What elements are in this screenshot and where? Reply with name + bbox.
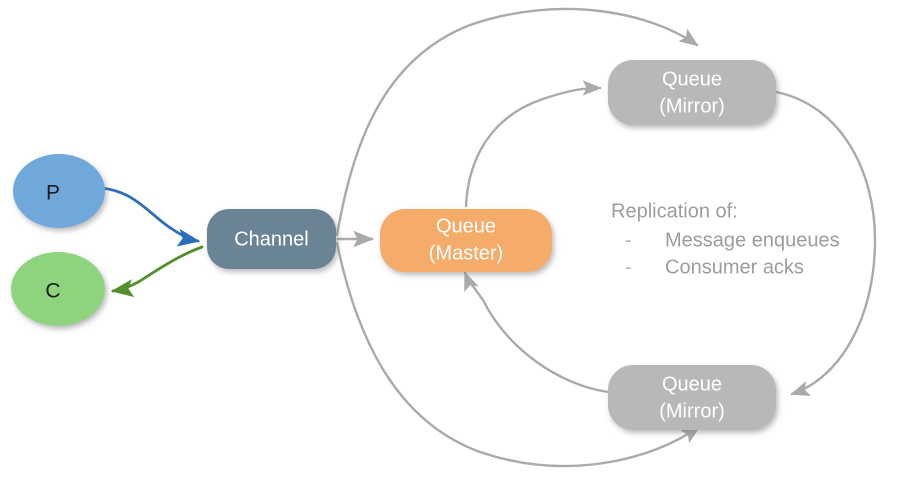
consumer-ellipse[interactable] — [11, 252, 105, 326]
replication-note: Replication of: - Message enqueues - Con… — [611, 200, 840, 278]
node-queue-mirror-bottom[interactable]: Queue (Mirror) — [608, 365, 776, 430]
replication-note-item-1: Consumer acks — [665, 256, 804, 278]
queue-mirror-bottom-label-line1: Queue — [662, 373, 722, 395]
edge-mirror-top-to-mirror-bottom — [774, 90, 877, 396]
producer-ellipse[interactable] — [13, 154, 105, 228]
edge-channel-to-mirror-top — [335, 7, 699, 237]
node-channel[interactable]: Channel — [207, 209, 336, 269]
queue-master-box[interactable] — [380, 209, 552, 272]
replication-note-bullet-marker-0: - — [625, 229, 632, 251]
node-consumer[interactable]: C — [11, 252, 105, 326]
queue-mirror-top-label-line2: (Mirror) — [659, 95, 725, 117]
queue-mirror-top-box[interactable] — [608, 60, 776, 125]
replication-note-item-0: Message enqueues — [665, 229, 840, 251]
node-queue-master[interactable]: Queue (Master) — [380, 209, 552, 272]
replication-edge-group — [335, 7, 877, 468]
edge-channel-to-mirror-bottom — [335, 241, 701, 468]
channel-box[interactable] — [207, 209, 336, 269]
queue-master-label-line1: Queue — [436, 215, 496, 237]
node-producer[interactable]: P — [13, 154, 105, 228]
producer-label: P — [46, 182, 60, 205]
replication-note-bullet-marker-1: - — [625, 256, 632, 278]
queue-mirror-top-label-line1: Queue — [662, 68, 722, 90]
replication-note-heading: Replication of: — [611, 200, 738, 222]
client-edge-group — [99, 186, 204, 298]
edge-mirror-bottom-to-master — [463, 271, 610, 394]
queue-mirror-bottom-box[interactable] — [608, 365, 776, 430]
queue-mirror-bottom-label-line2: (Mirror) — [659, 400, 725, 422]
consumer-label: C — [45, 280, 60, 303]
edge-master-to-mirror-top — [464, 80, 602, 208]
edge-producer-to-channel — [99, 186, 201, 247]
node-queue-mirror-top[interactable]: Queue (Mirror) — [608, 60, 776, 125]
channel-label: Channel — [234, 228, 309, 250]
queue-master-label-line2: (Master) — [429, 242, 503, 264]
edge-channel-to-consumer — [110, 245, 204, 298]
